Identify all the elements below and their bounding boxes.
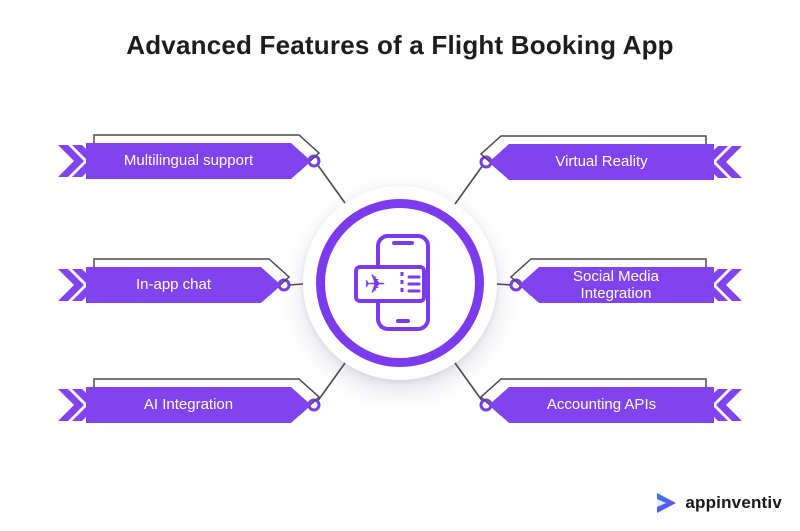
chevron-icon xyxy=(716,389,742,421)
banner-arrow-shape xyxy=(58,378,321,423)
logo-text: appinventiv xyxy=(685,493,782,512)
feature-label: Social Media Integration xyxy=(573,267,659,302)
banner-ai-integration: AI Integration xyxy=(58,373,328,437)
feature-label: Virtual Reality xyxy=(555,153,648,171)
feature-label: AI Integration xyxy=(143,396,234,414)
feature-label: Accounting APIs xyxy=(546,396,657,414)
chevron-icon xyxy=(58,389,84,421)
banner-arrow-shape xyxy=(509,258,742,303)
banner-arrow-shape xyxy=(58,258,291,303)
chevron-icon xyxy=(716,269,742,301)
banner-arrow-shape xyxy=(479,378,742,423)
appinventiv-logo: appinventiv xyxy=(654,491,782,515)
banner-multilingual-support: Multilingual support xyxy=(58,129,328,193)
center-circle: ✈ xyxy=(303,186,497,380)
svg-text:✈: ✈ xyxy=(364,270,386,300)
page-title: Advanced Features of a Flight Booking Ap… xyxy=(126,30,674,60)
feature-label: In-app chat xyxy=(135,276,212,294)
feature-label: Multilingual support xyxy=(123,152,254,170)
banner-social-media-integration: Social Media Integration xyxy=(502,253,742,317)
banner-arrow-shape xyxy=(58,134,321,179)
chevron-icon xyxy=(58,269,84,301)
appinventiv-triangle-icon xyxy=(657,493,677,513)
flight-ticket-icon: ✈ xyxy=(354,234,430,331)
center-ring: ✈ xyxy=(316,199,484,367)
chevron-icon xyxy=(716,146,742,178)
banner-arrow-shape xyxy=(479,135,742,180)
chevron-icon xyxy=(58,145,84,177)
banner-in-app-chat: In-app chat xyxy=(58,253,298,317)
banner-accounting-apis: Accounting APIs xyxy=(472,373,742,437)
banner-virtual-reality: Virtual Reality xyxy=(472,130,742,194)
